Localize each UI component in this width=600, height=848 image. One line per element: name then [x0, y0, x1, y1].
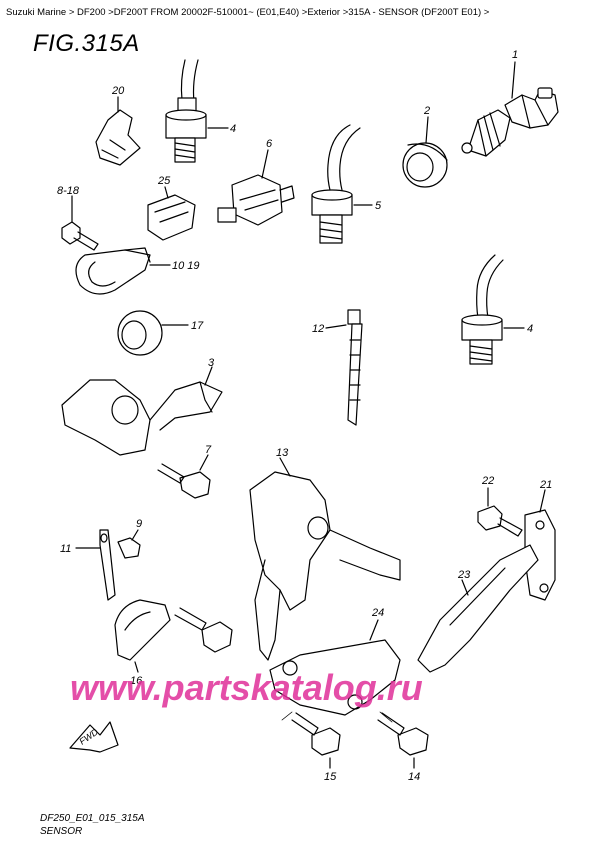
part-11-strap	[99, 529, 116, 601]
part-6-sensor	[217, 174, 295, 226]
callout-24: 24	[371, 607, 384, 619]
part-5-sensor	[311, 124, 361, 244]
callout-14: 14	[408, 771, 420, 783]
figure-title: FIG.315A	[33, 30, 140, 57]
part-17-grommet	[117, 310, 163, 356]
part-3-bracket	[61, 379, 223, 456]
callout-22: 22	[481, 475, 494, 487]
callout-16: 16	[130, 675, 143, 687]
callout-4: 4	[230, 123, 236, 135]
part-8-18-bolt	[61, 221, 99, 251]
callout-21: 21	[539, 479, 552, 491]
callout-23: 23	[457, 569, 471, 581]
part-25-holder	[147, 194, 196, 241]
part-7-bolt	[157, 463, 211, 499]
callout-2: 2	[423, 105, 430, 117]
part-24-bracket	[269, 639, 401, 716]
part-14-bolt	[377, 712, 429, 756]
callout-15: 15	[324, 771, 337, 783]
drawing-code: DF250_E01_015_315A	[40, 813, 145, 824]
callout-25: 25	[157, 175, 171, 187]
callout-7: 7	[205, 444, 212, 456]
breadcrumb: Suzuki Marine > DF200 >DF200T FROM 20002…	[6, 7, 490, 18]
drawing-subtitle: SENSOR	[40, 826, 83, 837]
part-15-bolt	[291, 712, 341, 756]
part-9-screw	[117, 537, 141, 559]
part-23-arm	[417, 544, 539, 673]
callout-9: 9	[136, 518, 142, 530]
callout-13: 13	[276, 447, 289, 459]
part-12-cable-tie	[347, 309, 363, 426]
callout-10-19: 10 19	[172, 260, 200, 272]
part-13-bracket	[249, 471, 401, 661]
center-bolt	[174, 607, 233, 653]
part-22-bolt	[477, 505, 523, 537]
watermark-text: www.partskatalog.ru	[70, 667, 423, 708]
callout-3: 3	[208, 357, 215, 369]
part-4-sensor-top	[165, 59, 207, 163]
callout-1: 1	[512, 49, 518, 61]
part-4-sensor-right	[461, 254, 504, 365]
callout-8-18: 8-18	[57, 185, 80, 197]
callout-17: 17	[191, 320, 204, 332]
callout-11: 11	[60, 543, 71, 555]
fwd-arrow-icon	[69, 721, 119, 753]
callout-6: 6	[266, 138, 273, 150]
callout-20: 20	[111, 85, 125, 97]
part-16-clip	[114, 599, 171, 661]
part-2-grommet	[402, 142, 448, 188]
callout-5: 5	[375, 200, 382, 212]
callout-12: 12	[312, 323, 324, 335]
part-20-clip	[95, 109, 141, 166]
part-10-19-clamp	[75, 247, 151, 295]
callout-4-right: 4	[527, 323, 533, 335]
part-1-sensor	[461, 87, 559, 157]
